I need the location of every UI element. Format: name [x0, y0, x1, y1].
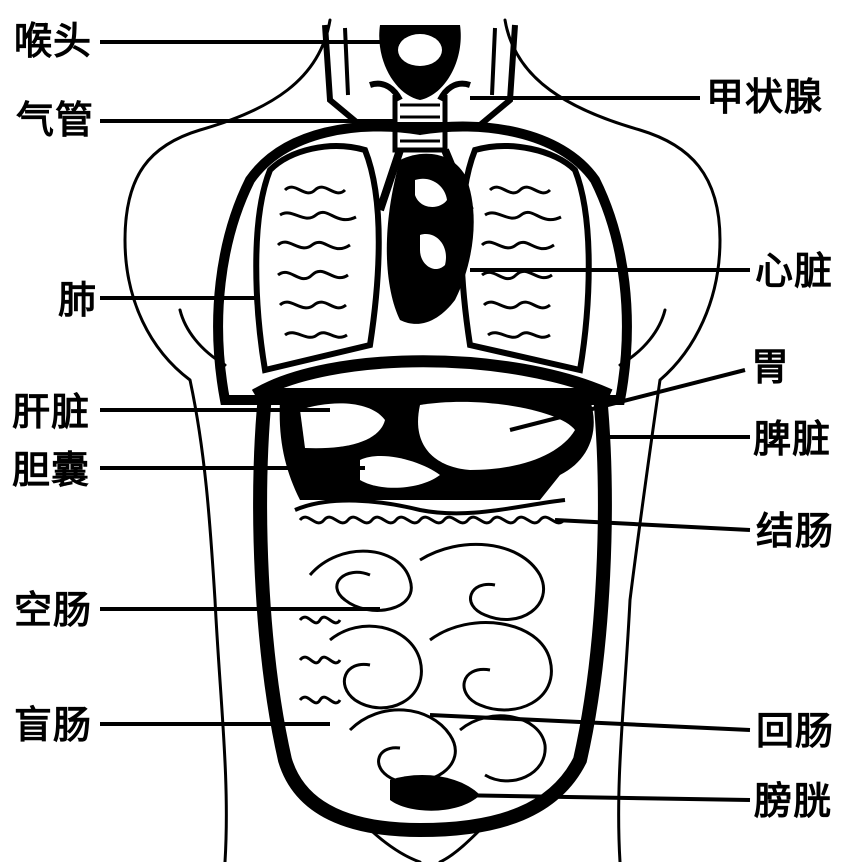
heart [380, 150, 474, 324]
label-ileum: 回肠 [756, 712, 834, 750]
colon-haustra [300, 517, 564, 523]
label-stomach: 胃 [751, 348, 790, 386]
label-cecum: 盲肠 [14, 706, 92, 744]
liver-stomach-region [280, 400, 594, 500]
lung-right-shape [461, 146, 589, 370]
bladder-shape [390, 775, 480, 811]
label-jejunum: 空肠 [14, 591, 92, 629]
label-thyroid: 甲状腺 [706, 78, 823, 116]
label-larynx: 喉头 [14, 22, 92, 60]
label-bladder: 膀胱 [754, 782, 832, 820]
label-colon: 结肠 [756, 512, 834, 550]
label-heart: 心脏 [755, 252, 833, 290]
label-trachea: 气管 [16, 101, 94, 139]
label-lung: 肺 [58, 281, 97, 319]
label-spleen: 脾脏 [753, 420, 831, 458]
label-liver: 肝脏 [12, 393, 90, 431]
small-intestine [300, 544, 551, 782]
label-gallbladder: 胆囊 [12, 451, 90, 489]
transverse-colon [295, 500, 565, 513]
